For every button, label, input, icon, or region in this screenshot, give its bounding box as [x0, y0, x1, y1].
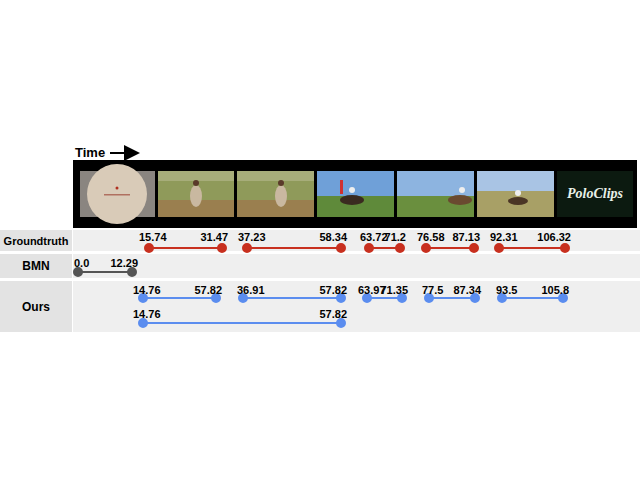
ours-segments — [139, 294, 567, 327]
time-value: 12.29 — [110, 257, 138, 269]
time-value: 57.82 — [194, 284, 222, 296]
time-value: 93.5 — [496, 284, 517, 296]
time-value: 71.2 — [385, 231, 406, 243]
time-value: 71.35 — [380, 284, 408, 296]
time-arrow — [110, 152, 138, 154]
time-value: 92.31 — [490, 231, 518, 243]
time-value: 36.91 — [237, 284, 265, 296]
time-value: 76.58 — [417, 231, 445, 243]
row-band — [73, 281, 640, 332]
row-title: Groundtruth — [4, 235, 69, 247]
row-label: BMN — [0, 254, 72, 278]
row-band — [73, 230, 640, 251]
time-value: 87.13 — [452, 231, 480, 243]
time-value: 77.5 — [422, 284, 443, 296]
time-value: 87.34 — [453, 284, 481, 296]
time-value: 14.76 — [133, 308, 161, 320]
time-value: 37.23 — [238, 231, 266, 243]
film-strip — [73, 160, 637, 228]
time-value: 14.76 — [133, 284, 161, 296]
row-label: Groundtruth — [0, 230, 72, 251]
time-value: 106.32 — [537, 231, 571, 243]
row-title: BMN — [22, 259, 49, 273]
time-value: 57.82 — [319, 308, 347, 320]
logo-text: PoloClips — [567, 186, 623, 202]
time-value: 15.74 — [139, 231, 167, 243]
row-band — [73, 254, 640, 278]
time-value: 0.0 — [74, 257, 89, 269]
row-title: Ours — [22, 300, 50, 314]
time-value: 63.72 — [360, 231, 388, 243]
groundtruth-segments — [145, 244, 569, 252]
time-value: 105.8 — [541, 284, 569, 296]
row-label: Ours — [0, 281, 72, 332]
time-value: 57.82 — [319, 284, 347, 296]
axis-title: Time — [75, 145, 105, 160]
time-value: 31.47 — [200, 231, 228, 243]
bmn-segments — [74, 268, 136, 276]
time-value: 58.34 — [319, 231, 347, 243]
